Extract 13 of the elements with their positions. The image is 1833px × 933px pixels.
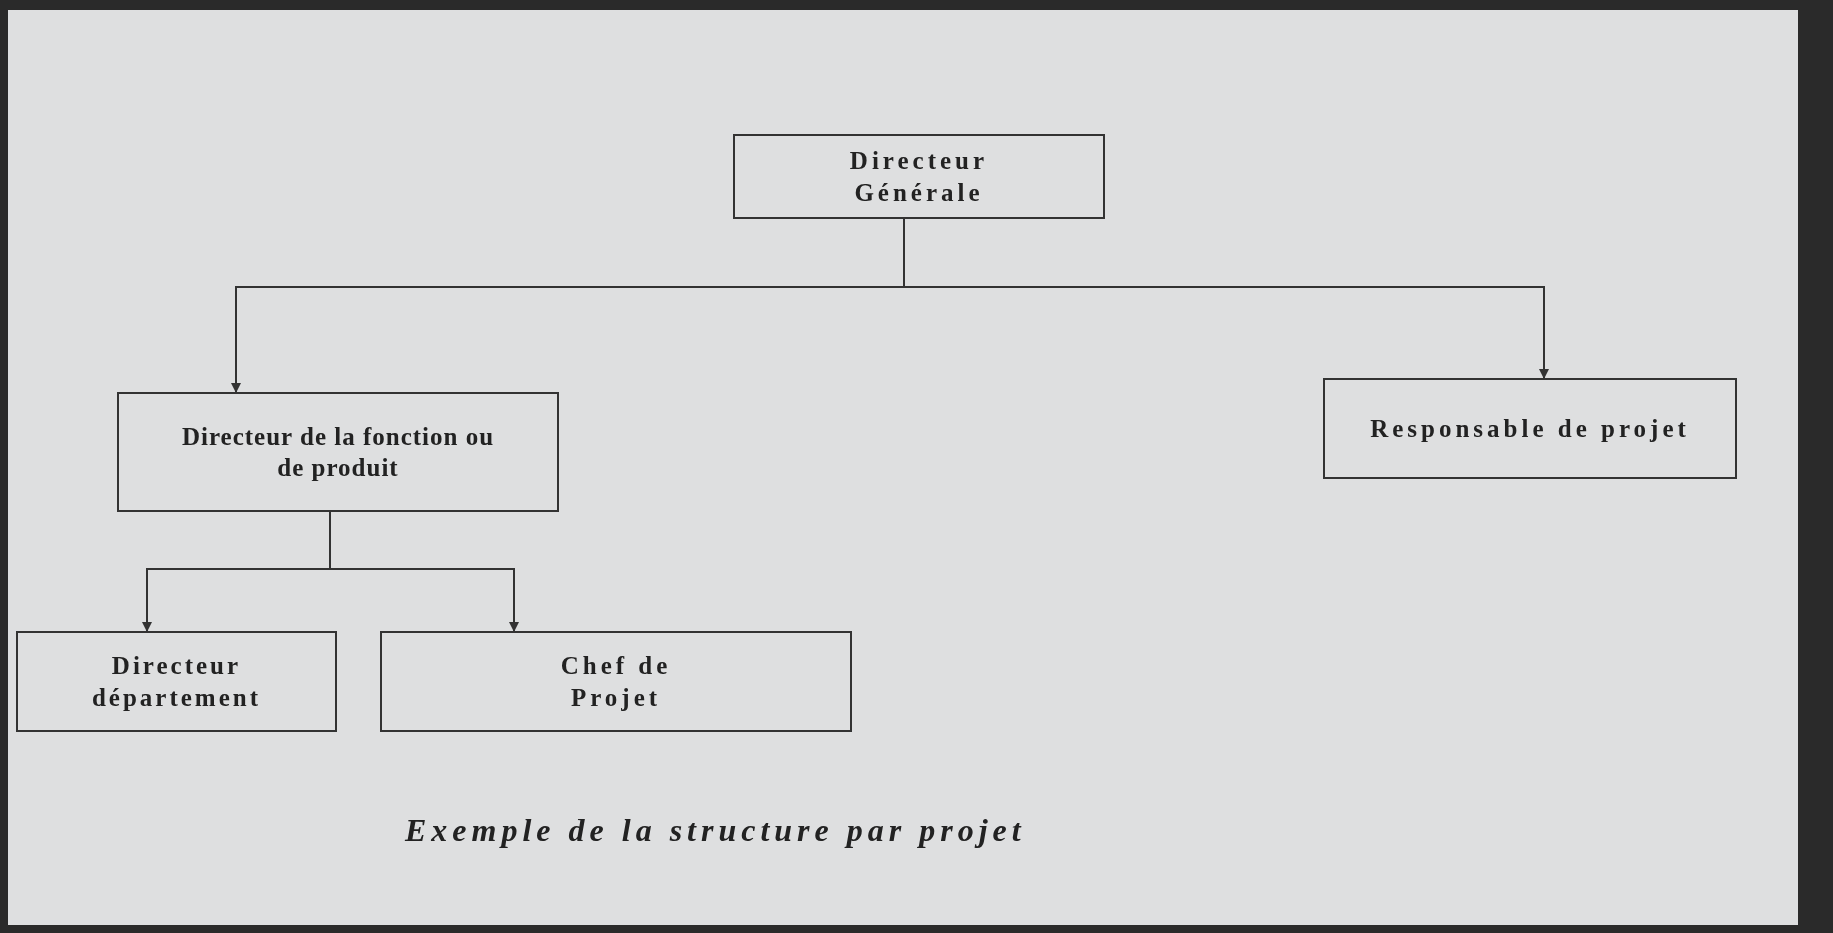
role-box [1323,378,1737,479]
role-title: Chef de Projet [559,651,673,713]
role-title: Responsable de projet [1370,413,1690,444]
role-box [380,631,852,732]
role-box [16,631,337,732]
role-box [733,134,1105,219]
diagram-caption: Exemple de la structure par projet [405,812,1026,849]
role-box [117,392,559,512]
role-title: Directeur de la fonction ou de produit [180,421,496,483]
role-title: Directeur Générale [848,146,990,208]
role-title: Directeur département [90,651,263,713]
connector-arrow [329,511,519,632]
connector-arrow [903,218,1549,379]
